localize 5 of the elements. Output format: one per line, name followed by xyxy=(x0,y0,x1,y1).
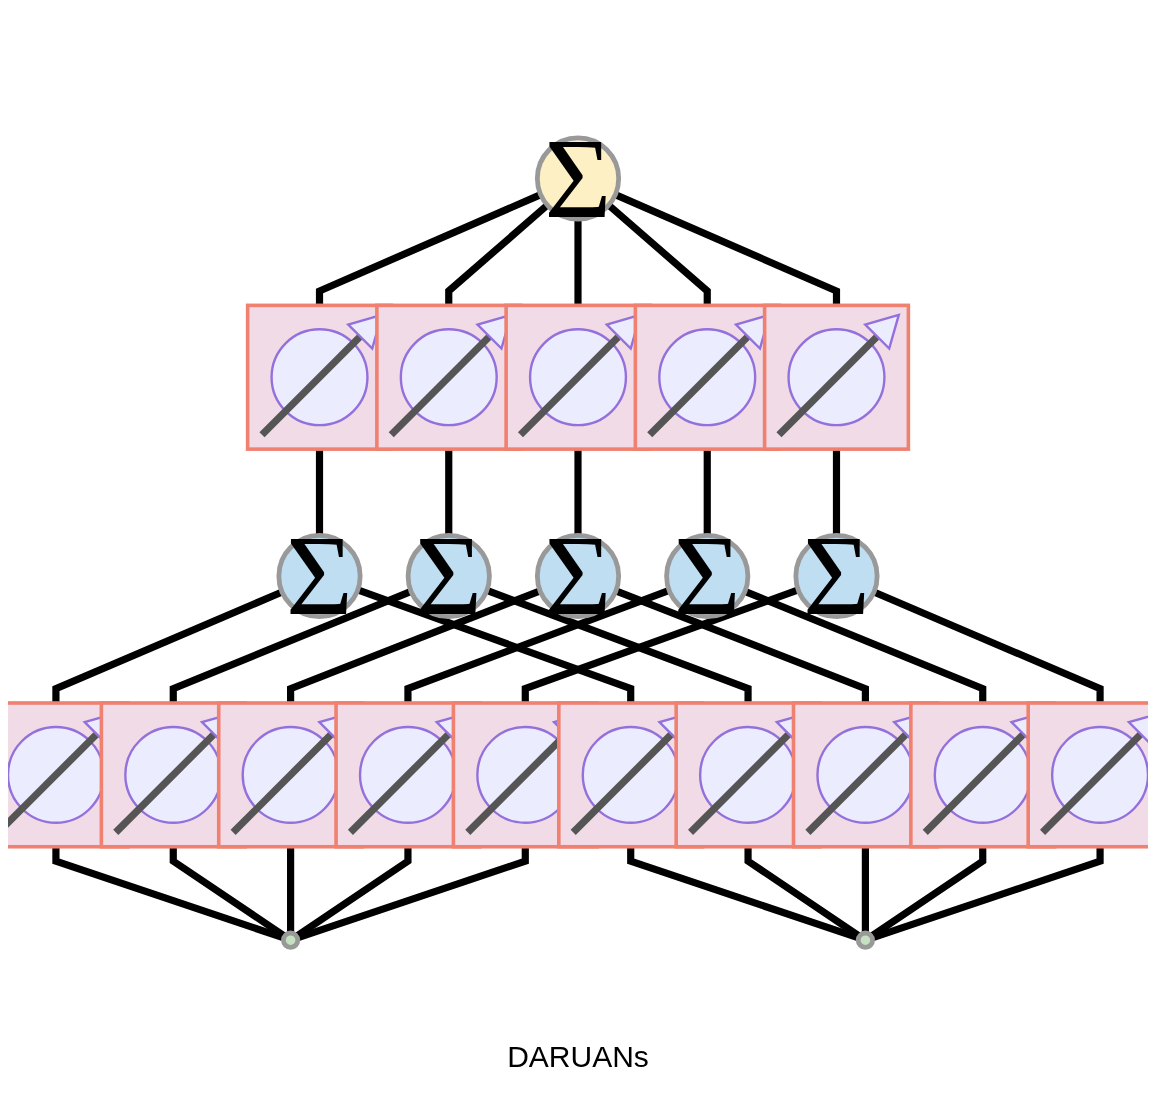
spin-box xyxy=(1026,701,1148,849)
spin-box xyxy=(762,303,911,452)
network-label: DARUANs xyxy=(506,1040,650,1074)
plain-circle xyxy=(281,930,301,950)
plain-circle xyxy=(855,930,875,950)
